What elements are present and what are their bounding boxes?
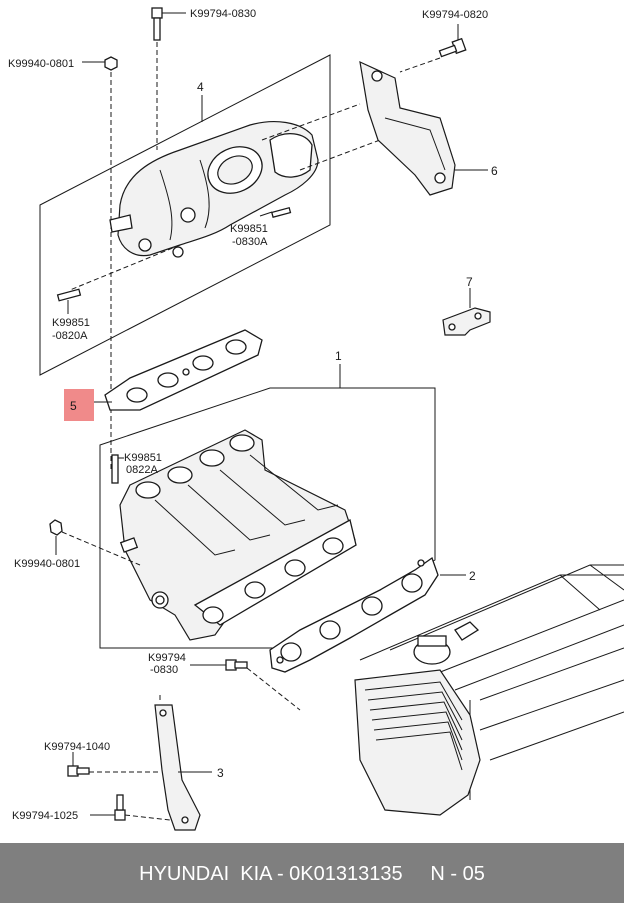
bolt-top <box>151 7 186 41</box>
label-k99851-0822a-line1: K99851 <box>124 452 162 464</box>
callout-5: 5 <box>70 399 77 413</box>
label-k99794-0830-top: K99794-0830 <box>190 8 256 20</box>
callout-1: 1 <box>335 349 342 363</box>
bolt-1025 <box>90 794 126 821</box>
footer-part-number: HYUNDAI KIA - 0K01313135 N - 05 <box>139 863 485 885</box>
part4-boundary <box>39 54 331 376</box>
upper-intake-manifold <box>109 120 319 258</box>
bolt-middle <box>190 659 248 671</box>
callout-6: 6 <box>491 164 498 178</box>
callout-3: 3 <box>217 766 224 780</box>
nut-top-left <box>82 56 118 71</box>
cylinder-head <box>354 564 624 816</box>
footer-bar: HYUNDAI KIA - 0K01313135 N - 05 <box>0 843 624 903</box>
label-k99851-0830a-line1: K99851 <box>230 223 268 235</box>
stud-0822a <box>111 454 124 484</box>
label-k99794-1025: K99794-1025 <box>12 810 78 822</box>
label-k99851-0830a-line2: -0830A <box>232 236 268 248</box>
label-k99794-0830-mid-line1: K99794 <box>148 652 186 664</box>
label-k99851-0820a-line1: K99851 <box>52 317 90 329</box>
gasket-part2 <box>269 556 439 673</box>
gasket-part5 <box>104 329 263 411</box>
stud-0820a <box>56 288 82 314</box>
callout-7: 7 <box>466 275 473 289</box>
part1-boundary <box>99 387 436 649</box>
callout-5-highlight <box>64 389 94 421</box>
callout-4: 4 <box>197 80 204 94</box>
bracket-part6 <box>359 60 456 196</box>
label-k99794-1040: K99794-1040 <box>44 741 110 753</box>
intake-manifold-diagram: K99794-0830 K99940-0801 K99794-0820 4 K <box>8 7 624 831</box>
bolt-1040 <box>67 752 90 777</box>
bolt-top-right <box>438 24 467 58</box>
stay-part3 <box>154 704 201 831</box>
lower-intake-manifold <box>119 429 357 641</box>
label-k99851-0822a-line2: 0822A <box>126 464 158 476</box>
bracket-part7 <box>442 307 491 336</box>
label-k99940-0801: K99940-0801 <box>8 58 74 70</box>
label-k99794-0820: K99794-0820 <box>422 9 488 21</box>
label-k99940-0801-lower: K99940-0801 <box>14 558 80 570</box>
nut-lower-left <box>49 519 63 555</box>
label-k99794-0830-mid-line2: -0830 <box>150 664 178 676</box>
stud-0830a <box>259 206 292 219</box>
callout-2: 2 <box>469 569 476 583</box>
label-k99851-0820a-line2: -0820A <box>52 330 88 342</box>
